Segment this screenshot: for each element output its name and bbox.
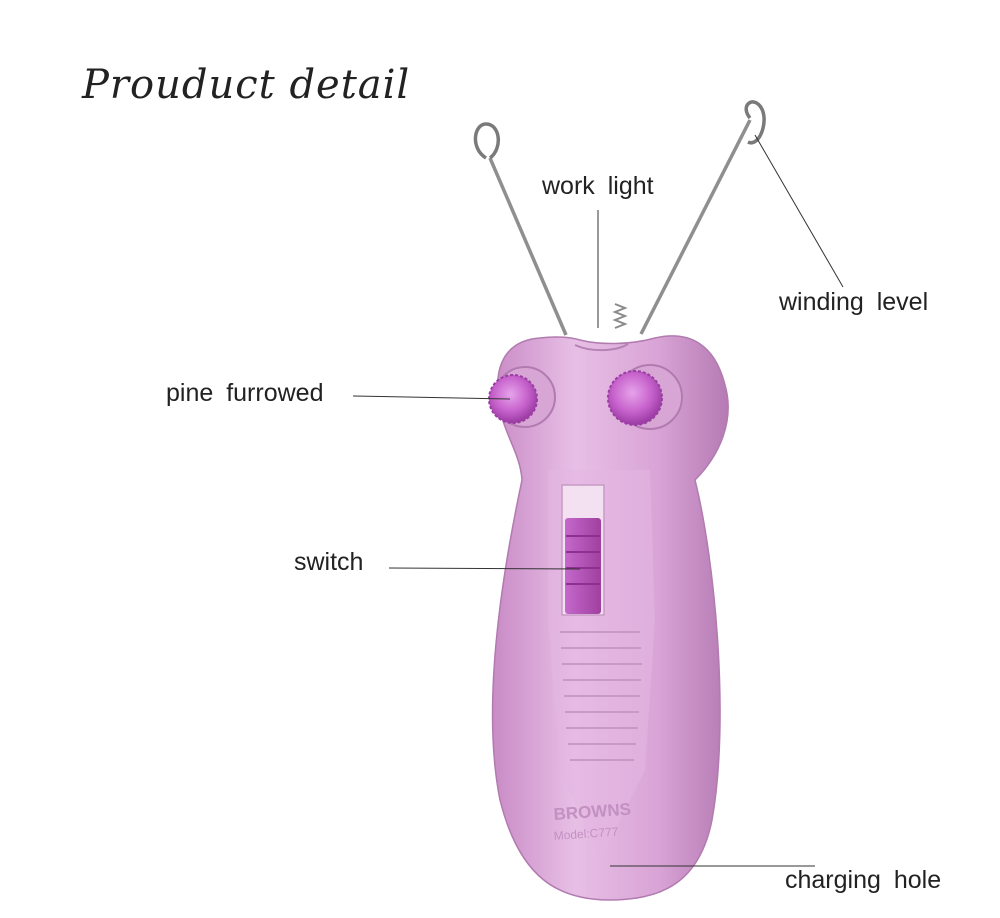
label-switch: switch [294,548,364,576]
knob-left[interactable] [488,366,556,428]
label-work-light: work light [542,172,654,200]
spring [612,303,628,329]
wire-right [639,100,766,335]
label-pine-furrowed: pine furrowed [166,379,324,407]
pine-furrowed-callout [352,395,511,400]
model-text: Model:C777 [553,824,619,843]
wire-left [473,122,568,336]
label-charging-hole: charging hole [785,866,942,894]
winding-level-callout [754,134,844,288]
page-title: Prouduct detail [82,62,411,108]
switch-callout [388,567,581,570]
callout-lines [352,134,844,867]
slide-switch[interactable] [565,518,601,614]
knob-right[interactable] [607,364,683,430]
label-winding-level: winding level [779,288,929,316]
device-body [491,335,729,901]
